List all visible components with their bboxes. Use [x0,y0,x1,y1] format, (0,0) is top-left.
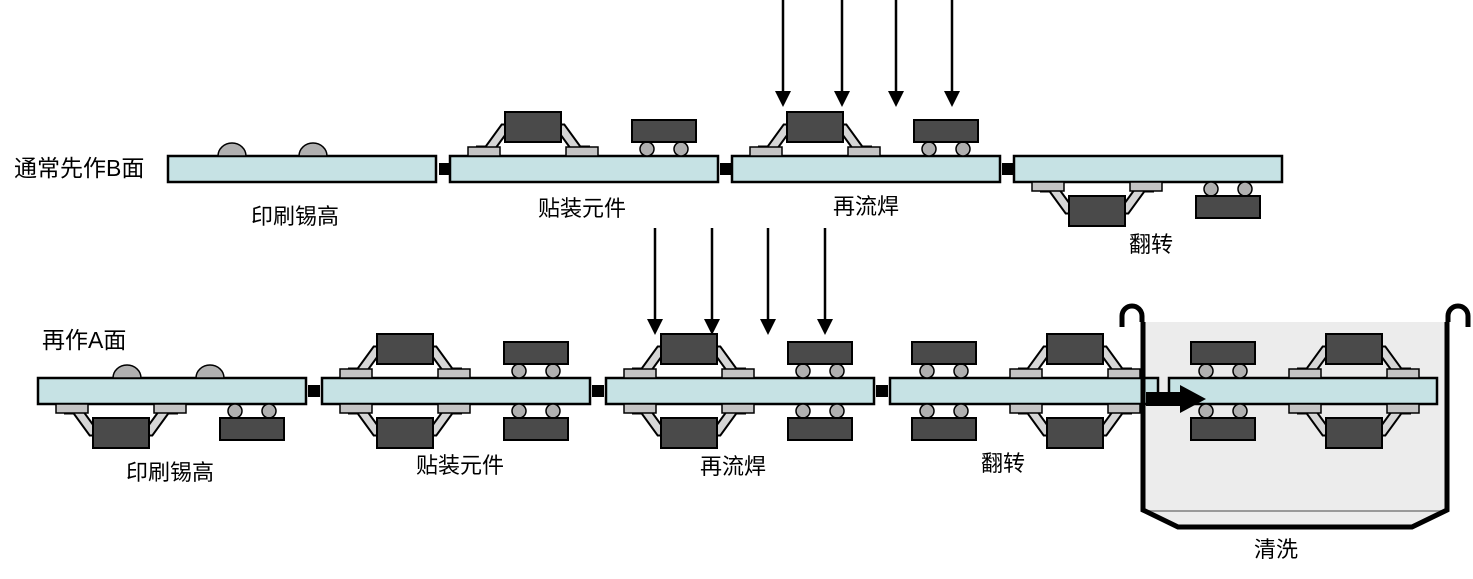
reflow-heat-arrows-b [773,0,962,109]
step-label-a-flip: 翻转 [981,451,1025,476]
step-label-b-place: 贴装元件 [538,196,626,221]
board-b-place-components [450,112,718,182]
step-label-a-place: 贴装元件 [416,453,504,478]
conveyor-connector [720,163,732,175]
step-label-a-reflow: 再流焊 [700,454,766,479]
conveyor-connector [308,385,320,397]
down-arrow-icon [645,226,665,337]
reflow-heat-arrows-a [645,226,835,337]
tank-right-hook-icon [1445,303,1471,327]
down-arrow-icon [942,0,962,109]
down-arrow-icon [758,226,778,337]
down-arrow-icon [886,0,906,109]
step-label-a-clean: 清洗 [1254,537,1298,562]
board-b-flipped [1014,156,1282,226]
step-label-b-print: 印刷锡高 [251,204,339,229]
board-a-flipped [890,334,1158,448]
down-arrow-icon [773,0,793,109]
step-label-b-reflow: 再流焊 [833,194,899,219]
row-b-label: 通常先作B面 [14,155,144,181]
board-a-print-paste [38,365,306,448]
down-arrow-icon [832,0,852,109]
row-b: 通常先作B面 印刷锡高 贴装元件 再流焊 翻转 [14,0,1282,257]
right-arrow-icon [1146,385,1206,413]
board-a-reflow [606,334,874,448]
tank-outline [1140,322,1450,530]
conveyor-connector [592,385,604,397]
board-a-place-components [322,334,590,448]
row-a: 再作A面 印刷锡高 贴装元件 再流焊 翻转 清洗 [38,226,1471,562]
down-arrow-icon [815,226,835,337]
cleaning-tank-fill [1143,322,1447,527]
row-a-label: 再作A面 [42,327,126,353]
step-label-b-flip: 翻转 [1129,232,1173,257]
board-b-reflow [732,112,1000,182]
cleaning-tank [1119,303,1471,530]
board-b-print-paste [168,143,436,182]
step-label-a-print: 印刷锡高 [126,460,214,485]
down-arrow-icon [702,226,722,337]
conveyor-connector [876,385,888,397]
tank-left-hook-icon [1119,303,1145,327]
conveyor-connector [1002,163,1014,175]
